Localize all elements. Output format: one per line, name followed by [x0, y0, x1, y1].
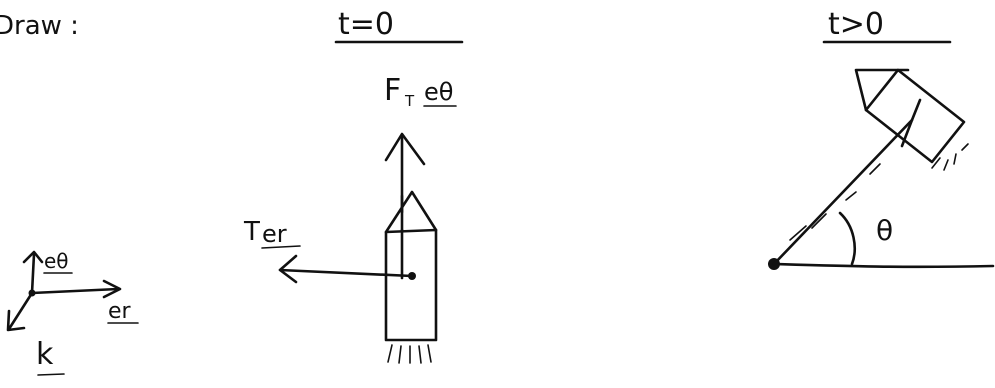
tilted-rocket-body [864, 68, 966, 164]
origin-dot [28, 289, 36, 297]
e-theta-arrowhead [22, 250, 44, 264]
k-axis [7, 291, 34, 331]
k-underline [37, 373, 65, 376]
tilted-rocket-exhaust [931, 143, 969, 171]
tension-arrow-shaft [278, 268, 414, 278]
panel-t0: t=0 F T eθ T er [243, 7, 464, 364]
thrust-direction-label: eθ [424, 78, 453, 106]
tether-dash-marks [789, 163, 881, 241]
e-r-axis [30, 287, 120, 295]
tension-label: T [243, 217, 260, 247]
k-arrowhead [6, 309, 26, 332]
angle-label: θ [876, 214, 893, 247]
thrust-subscript: T [404, 92, 415, 110]
thrust-label: F [384, 73, 401, 108]
e-r-arrowhead [102, 279, 122, 299]
tilted-rocket-nose [854, 68, 910, 112]
thrust-arrow-head [384, 132, 426, 166]
tension-direction-label: er [262, 220, 287, 248]
panel-t-gt-0: t>0 θ [768, 7, 995, 270]
e-theta-axis [30, 252, 36, 295]
heading-text: Draw : [0, 11, 79, 41]
angle-arc [838, 211, 856, 266]
rocket-exhaust [387, 344, 432, 364]
t0-title: t=0 [338, 7, 394, 42]
rocket-nose [384, 190, 438, 234]
tilted-rocket-center-line [900, 98, 922, 148]
rocket-body [384, 228, 438, 342]
tension-arrow-head [278, 254, 298, 284]
e-r-label: er [108, 299, 132, 324]
e-theta-label: eθ [44, 249, 69, 273]
tension-direction-underline [261, 245, 301, 249]
tether-line [772, 118, 914, 266]
basis-vectors: eθ er k [6, 249, 139, 376]
tgt0-title: t>0 [828, 7, 884, 42]
ground-line [772, 262, 995, 269]
k-label: k [36, 337, 54, 372]
